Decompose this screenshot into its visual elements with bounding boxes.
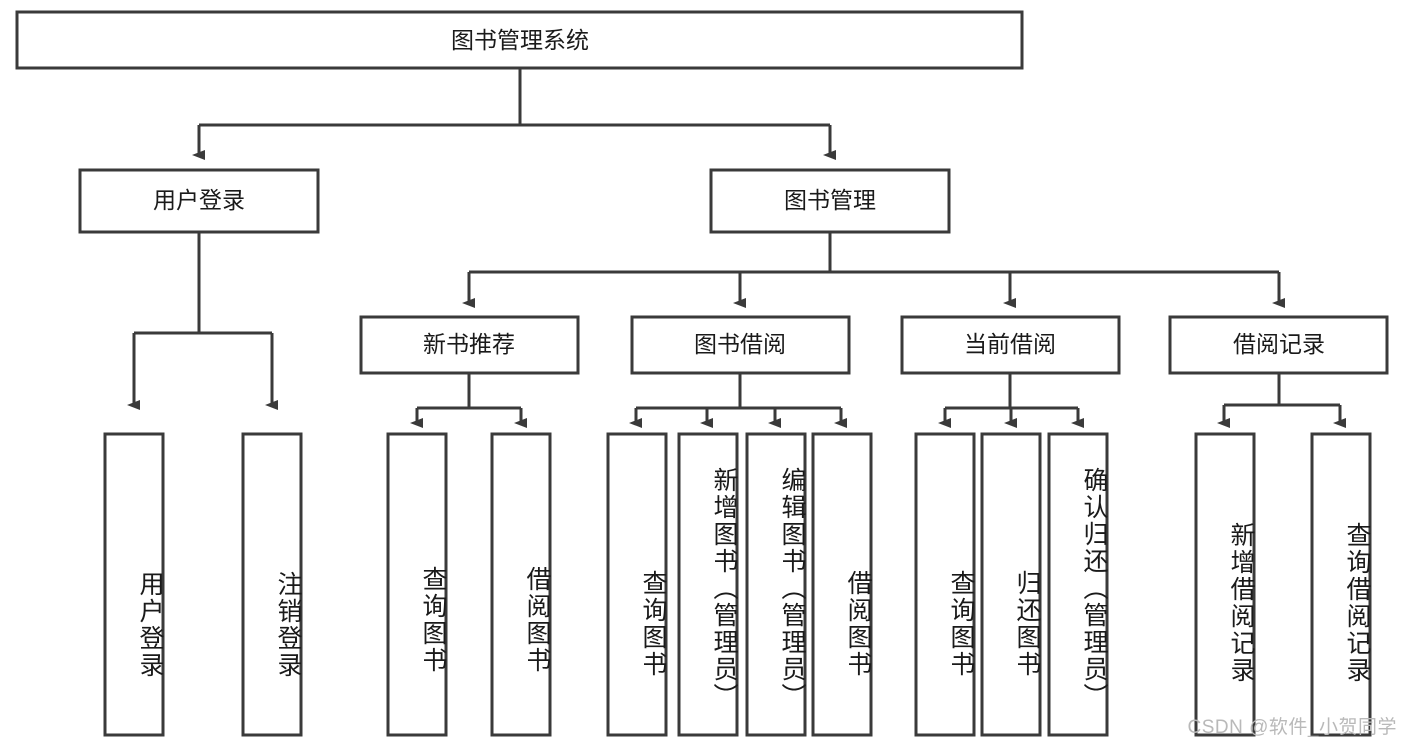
node-new-book-recommend-label: 新书推荐 — [423, 331, 515, 357]
node-book-borrow[interactable]: 图书借阅 — [630, 315, 851, 375]
leaf-box-user-login[interactable] — [103, 432, 165, 737]
node-book-borrow-label: 图书借阅 — [694, 331, 786, 357]
connector-user-login-to-leaves — [127, 233, 278, 410]
node-root-label: 图书管理系统 — [451, 27, 589, 53]
node-borrow-record-label: 借阅记录 — [1233, 331, 1325, 357]
leaf-box-query-book-3[interactable] — [914, 432, 976, 737]
connector-new-book-recommend-to-leaves — [410, 373, 527, 428]
watermark-text: CSDN @软件_小贺同学 — [1187, 717, 1397, 738]
connector-book-management-to-level2 — [462, 232, 1285, 308]
node-user-login-label: 用户登录 — [153, 187, 245, 213]
leaf-box-query-book-1[interactable] — [386, 432, 448, 737]
leaf-box-add-record[interactable] — [1194, 432, 1256, 737]
leaf-box-query-record[interactable] — [1310, 432, 1372, 737]
leaf-box-borrow-book-2[interactable] — [811, 432, 873, 737]
node-borrow-record[interactable]: 借阅记录 — [1168, 315, 1389, 375]
node-current-borrow-label: 当前借阅 — [964, 331, 1056, 357]
connector-root-to-level1 — [192, 68, 836, 160]
leaf-boxes — [103, 432, 1372, 737]
connector-book-borrow-to-leaves — [629, 373, 847, 428]
leaf-box-borrow-book-1[interactable] — [490, 432, 552, 737]
leaf-box-add-book[interactable] — [677, 432, 739, 737]
leaf-box-query-book-2[interactable] — [606, 432, 668, 737]
node-root[interactable]: 图书管理系统 — [15, 10, 1024, 70]
node-book-management[interactable]: 图书管理 — [709, 168, 951, 234]
connector-borrow-record-to-leaves — [1217, 373, 1346, 428]
node-current-borrow[interactable]: 当前借阅 — [900, 315, 1121, 375]
leaf-box-return-book[interactable] — [980, 432, 1042, 737]
leaf-box-confirm-return[interactable] — [1047, 432, 1109, 737]
leaf-box-logout[interactable] — [241, 432, 303, 737]
leaf-box-edit-book[interactable] — [745, 432, 807, 737]
node-new-book-recommend[interactable]: 新书推荐 — [359, 315, 580, 375]
connector-current-borrow-to-leaves — [938, 373, 1084, 428]
node-user-login[interactable]: 用户登录 — [78, 168, 320, 234]
node-book-management-label: 图书管理 — [784, 187, 876, 213]
